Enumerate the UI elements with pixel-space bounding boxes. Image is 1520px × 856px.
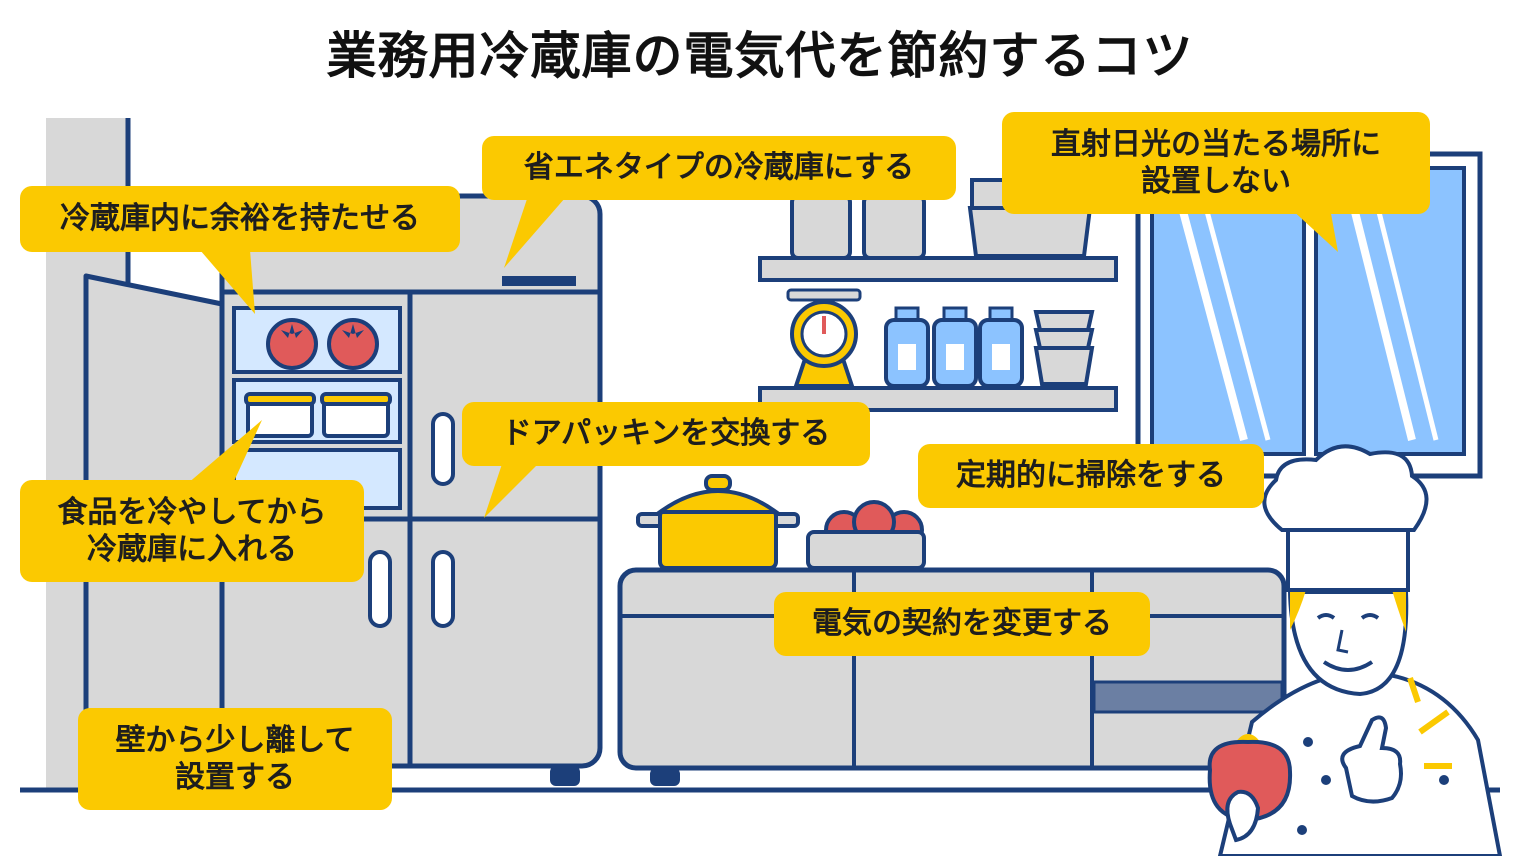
pointer-energy <box>504 190 572 268</box>
chef <box>1207 444 1503 856</box>
door-handle <box>431 412 455 486</box>
callout-cool-food-line2: 冷蔵庫に入れる <box>87 532 297 567</box>
pointer-gasket <box>484 458 544 518</box>
callout-wall-line2: 設置する <box>175 760 295 795</box>
callout-gasket: ドアパッキンを交換する <box>462 402 870 466</box>
callout-contract: 電気の契約を変更する <box>774 592 1150 656</box>
callout-cool-food-line1: 食品を冷やしてから <box>57 494 327 530</box>
bottle <box>932 306 978 388</box>
callout-gasket-text: ドアパッキンを交換する <box>501 416 831 452</box>
callout-sunlight-line1: 直射日光の当たる場所に <box>1051 126 1381 162</box>
callout-wall-line1: 壁から少し離して <box>115 722 355 758</box>
bottle <box>884 306 930 388</box>
tomato <box>266 318 318 370</box>
callout-space-text: 冷蔵庫内に余裕を持たせる <box>60 201 420 237</box>
pointer-cool-food <box>180 420 262 490</box>
callout-space: 冷蔵庫内に余裕を持たせる <box>20 186 460 252</box>
pointer-sunlight <box>1290 208 1338 252</box>
callout-sunlight-line2: 設置しない <box>1141 164 1291 199</box>
callout-energy-saving-text: 省エネタイプの冷蔵庫にする <box>523 150 915 186</box>
caster <box>550 766 580 786</box>
bottle <box>978 306 1024 388</box>
lower-shelf <box>758 288 1118 412</box>
callout-pointers <box>180 190 1338 518</box>
callout-cool-food: 食品を冷やしてから 冷蔵庫に入れる <box>20 480 364 582</box>
callout-wall: 壁から少し離して 設置する <box>78 708 392 810</box>
page-title: 業務用冷蔵庫の電気代を節約するコツ <box>326 27 1194 85</box>
callout-contract-text: 電気の契約を変更する <box>812 606 1112 642</box>
callout-sunlight: 直射日光の当たる場所に 設置しない <box>1002 112 1430 214</box>
callout-cleaning-text: 定期的に掃除をする <box>956 458 1226 494</box>
pointer-space <box>200 250 255 314</box>
door-handle <box>368 550 392 628</box>
tomato-bowl <box>806 500 926 570</box>
stacked-bowls <box>1033 310 1095 332</box>
callout-energy-saving: 省エネタイプの冷蔵庫にする <box>482 136 956 200</box>
upper-shelf <box>758 178 1118 282</box>
door-handle <box>431 550 455 628</box>
cooking-pot <box>636 474 800 570</box>
control-panel <box>502 276 576 286</box>
callout-cleaning: 定期的に掃除をする <box>918 444 1264 508</box>
tomato <box>327 318 379 370</box>
